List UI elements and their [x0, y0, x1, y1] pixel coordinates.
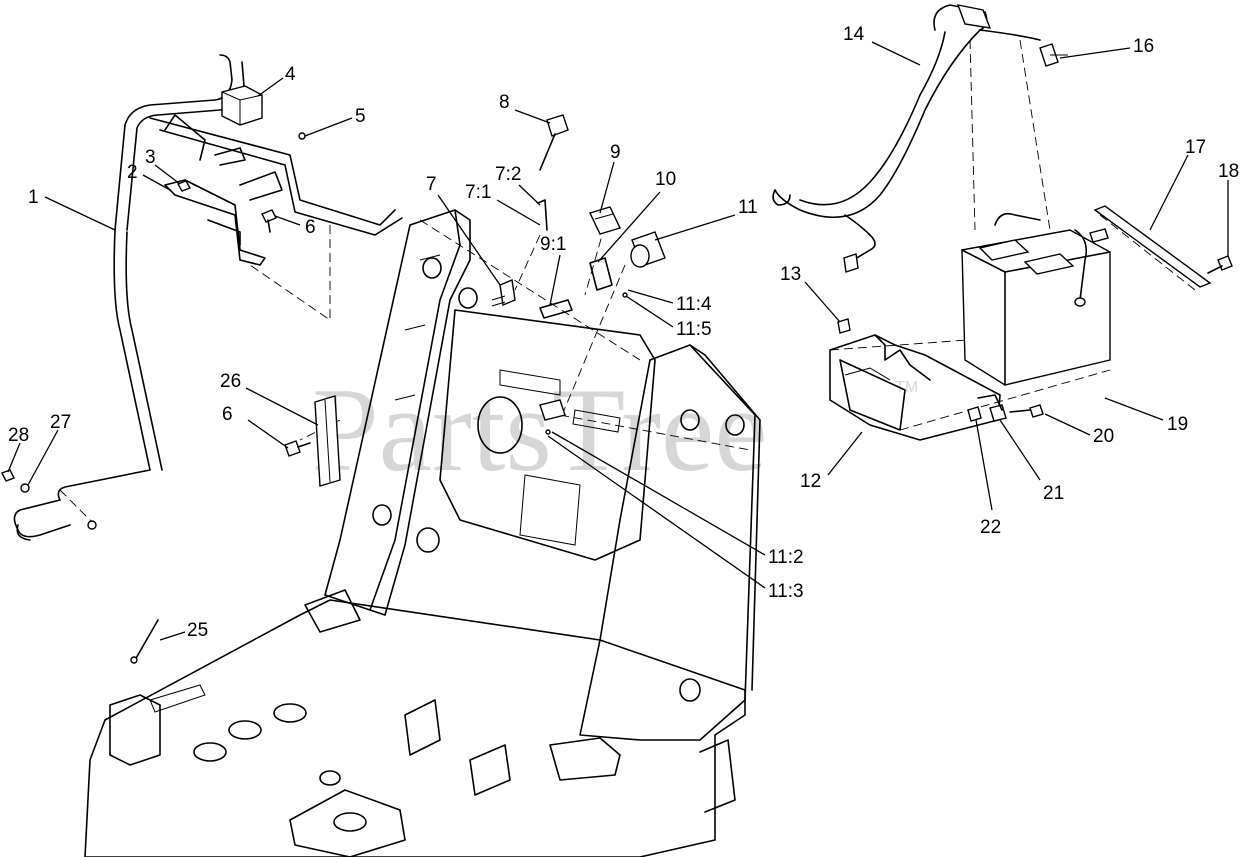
callout-11-4: 11:4	[676, 294, 712, 315]
callout-20: 20	[1093, 426, 1114, 447]
part-7-switch	[491, 199, 548, 307]
callout-19: 19	[1167, 414, 1188, 435]
callout-28: 28	[8, 425, 29, 446]
callout-6-upper: 6	[305, 217, 316, 238]
callout-7-2: 7:2	[495, 164, 521, 185]
leader-lines	[7, 41, 1229, 641]
callout-13: 13	[780, 264, 801, 285]
callout-25: 25	[187, 620, 208, 641]
callout-18: 18	[1218, 161, 1239, 182]
callout-9-1: 9:1	[540, 234, 566, 255]
callout-17: 17	[1185, 137, 1206, 158]
part-28-27-fasteners	[1, 469, 97, 530]
part-16-terminal	[1039, 43, 1068, 67]
callout-27: 27	[50, 412, 71, 433]
part-11-hour-meter	[539, 231, 666, 435]
part-14-battery-cable	[772, 4, 1041, 273]
callout-11-3: 11:3	[768, 581, 804, 602]
part-13-screw	[837, 318, 851, 334]
part-4-relay	[221, 85, 263, 126]
callout-12: 12	[800, 471, 821, 492]
part-5-screw	[298, 132, 306, 140]
callout-3: 3	[145, 147, 156, 168]
callout-16: 16	[1133, 36, 1154, 57]
part-10-cover	[589, 257, 613, 291]
callout-21: 21	[1043, 483, 1064, 504]
callout-labels: 1 2 3 4 5 6 6 7 7:1 7:2 8 9 9:1 10 11 11…	[8, 24, 1239, 641]
watermark-text: PartsTree	[312, 363, 768, 496]
callout-6-lower: 6	[222, 404, 233, 425]
callout-22: 22	[980, 517, 1001, 538]
part-26-bracket	[314, 395, 341, 487]
part-8-key	[539, 114, 569, 171]
watermark-trademark: TM	[895, 379, 918, 396]
callout-5: 5	[355, 106, 366, 127]
part-18-bolt	[1207, 255, 1233, 274]
part-2-bracket	[164, 179, 266, 266]
callout-11-5: 11:5	[676, 319, 712, 340]
callout-10: 10	[655, 169, 676, 190]
callout-8: 8	[499, 92, 510, 113]
main-frame	[84, 209, 761, 857]
parts-20-21-22-fasteners	[967, 394, 1044, 422]
callout-2: 2	[127, 162, 138, 183]
callout-14: 14	[843, 24, 865, 45]
callout-7-1: 7:1	[465, 182, 491, 203]
callout-11-2: 11:2	[768, 547, 804, 568]
callout-11: 11	[738, 197, 758, 218]
part-6-bolt-lower	[284, 440, 311, 457]
part-9-switch	[539, 206, 621, 319]
part-17-hold-down-bar	[1093, 205, 1212, 288]
callout-1: 1	[28, 187, 39, 208]
callout-26: 26	[220, 371, 241, 392]
part-25-tie	[130, 619, 159, 664]
part-6-bolt-upper	[261, 209, 277, 233]
callout-4: 4	[285, 64, 296, 85]
callout-9: 9	[610, 142, 621, 163]
callout-7: 7	[426, 174, 437, 195]
part-19-battery	[961, 212, 1111, 386]
part-3-screw	[176, 180, 192, 192]
